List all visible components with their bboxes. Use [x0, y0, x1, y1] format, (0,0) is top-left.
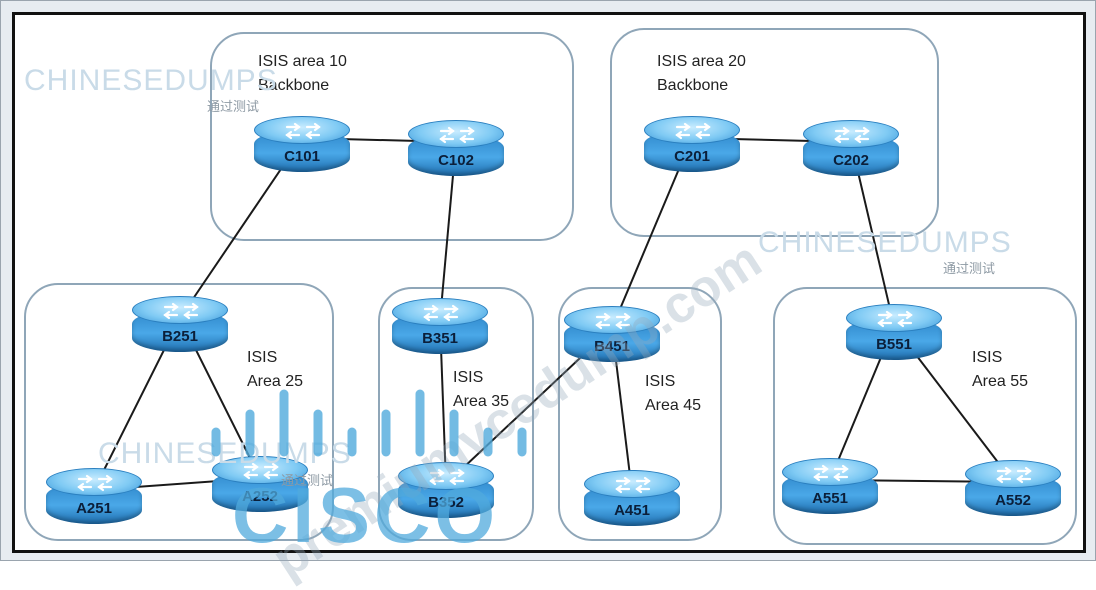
area-label-20: ISIS area 20 Backbone — [657, 53, 746, 94]
router-label: A252 — [242, 488, 278, 505]
router-b351[interactable]: B351 — [392, 298, 488, 356]
router-b352[interactable]: B352 — [398, 462, 494, 520]
router-arrows-icon — [408, 120, 504, 148]
watermark-cisco: CISCO — [232, 471, 500, 559]
router-arrows-icon — [398, 462, 494, 490]
router-label: B451 — [594, 338, 630, 355]
router-label: C101 — [284, 148, 320, 165]
router-arrows-icon — [212, 456, 308, 484]
router-label: B351 — [422, 330, 458, 347]
router-label: A251 — [76, 500, 112, 517]
router-label: B251 — [162, 328, 198, 345]
watermark-brand-sub-3: 通过测试 — [281, 473, 334, 488]
router-a551[interactable]: A551 — [782, 458, 878, 516]
area-label-35: ISIS Area 35 — [453, 369, 510, 410]
router-b551[interactable]: B551 — [846, 304, 942, 362]
area-label-55: ISIS Area 55 — [972, 349, 1029, 390]
router-a451[interactable]: A451 — [584, 470, 680, 528]
area-label-45: ISIS Area 45 — [645, 373, 702, 414]
watermark-brand-sub-1: 通过测试 — [207, 99, 260, 114]
watermark-brand-2: CHINESEDUMPS — [758, 226, 1012, 259]
router-arrows-icon — [46, 468, 142, 496]
router-arrows-icon — [392, 298, 488, 326]
area-label-10: ISIS area 10 Backbone — [258, 53, 347, 94]
router-arrows-icon — [644, 116, 740, 144]
router-arrows-icon — [965, 460, 1061, 488]
router-b251[interactable]: B251 — [132, 296, 228, 354]
area-label-25: ISIS Area 25 — [247, 349, 304, 390]
router-a252[interactable]: A252 — [212, 456, 308, 514]
router-b451[interactable]: B451 — [564, 306, 660, 364]
router-label: C201 — [674, 148, 710, 165]
router-arrows-icon — [132, 296, 228, 324]
router-arrows-icon — [846, 304, 942, 332]
router-c102[interactable]: C102 — [408, 120, 504, 178]
router-label: A551 — [812, 490, 848, 507]
router-c101[interactable]: C101 — [254, 116, 350, 174]
router-c201[interactable]: C201 — [644, 116, 740, 174]
router-label: B352 — [428, 494, 464, 511]
watermark-brand-1: CHINESEDUMPS — [24, 64, 278, 97]
router-label: B551 — [876, 336, 912, 353]
router-label: A451 — [614, 502, 650, 519]
router-arrows-icon — [782, 458, 878, 486]
router-a552[interactable]: A552 — [965, 460, 1061, 518]
router-arrows-icon — [803, 120, 899, 148]
watermark-brand-sub-2: 通过测试 — [943, 261, 996, 276]
router-arrows-icon — [564, 306, 660, 334]
router-arrows-icon — [584, 470, 680, 498]
router-a251[interactable]: A251 — [46, 468, 142, 526]
router-label: A552 — [995, 492, 1031, 509]
router-label: C102 — [438, 152, 474, 169]
watermark-brand-3: CHINESEDUMPS — [98, 437, 352, 470]
router-arrows-icon — [254, 116, 350, 144]
cisco-bars-icon — [211, 389, 527, 457]
router-label: C202 — [833, 152, 869, 169]
router-c202[interactable]: C202 — [803, 120, 899, 178]
